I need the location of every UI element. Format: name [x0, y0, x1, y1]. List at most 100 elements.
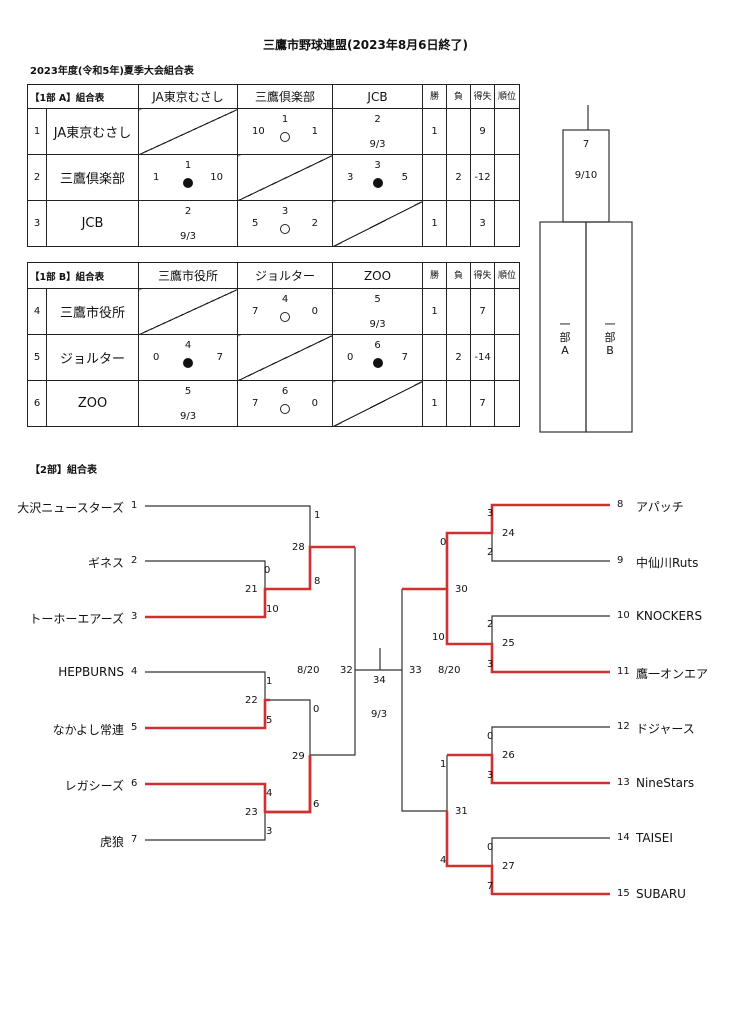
- game-number: 31: [455, 806, 468, 817]
- final-slot-b: 一部B: [604, 318, 616, 357]
- rank: [494, 108, 520, 155]
- team-number: 15: [617, 888, 630, 899]
- game-date: 9/3: [369, 138, 386, 150]
- score-right: 0: [311, 397, 319, 409]
- score-label: 3: [266, 826, 273, 837]
- team-number: 12: [617, 721, 630, 732]
- win-mark-icon: [280, 131, 290, 142]
- match-cell: 5 9/3: [332, 288, 424, 335]
- loss-count: [446, 288, 472, 335]
- loss-mark-icon: [183, 177, 193, 188]
- game-number: 5: [374, 293, 381, 305]
- team-number: 1: [131, 500, 138, 511]
- match-cell: 2 9/3: [332, 108, 423, 155]
- team-name: ギネス: [87, 556, 124, 570]
- score-label: 0: [264, 565, 271, 576]
- game-number: 22: [245, 695, 258, 706]
- score-label: 3: [487, 508, 494, 519]
- team-name: SUBARU: [636, 887, 686, 901]
- game-date: 9/3: [371, 709, 388, 720]
- score-label: 0: [440, 537, 447, 548]
- win-mark-icon: [280, 311, 291, 322]
- score-label: 3: [487, 659, 494, 670]
- loss-mark-icon: [372, 177, 383, 188]
- diagonal-cell: [332, 200, 423, 247]
- game-date: 9/3: [369, 318, 386, 330]
- team-name: JCB: [46, 200, 139, 247]
- game-number: 2: [184, 205, 192, 217]
- score-label: 6: [313, 799, 320, 810]
- game-date: 9/3: [179, 410, 197, 422]
- team-name: 三鷹倶楽部: [46, 154, 139, 201]
- loss-header: 負: [446, 262, 472, 289]
- team-name: HEPBURNS: [58, 665, 124, 679]
- win-mark-icon: [280, 223, 290, 234]
- score-right: 1: [311, 125, 318, 137]
- final-slot-a: 一部A: [559, 318, 571, 357]
- team-number: 6: [131, 778, 138, 789]
- score-left: 1: [153, 171, 160, 183]
- team-number: 9: [617, 555, 624, 566]
- score-label: 8: [314, 576, 321, 587]
- team-name: レガシーズ: [64, 779, 124, 793]
- page-subtitle: 2023年度(令和5年)夏季大会組合表: [30, 66, 194, 77]
- diagonal-cell: [237, 154, 333, 201]
- game-date: 8/20: [438, 665, 461, 676]
- loss-mark-icon: [372, 357, 383, 368]
- game-number: 2: [374, 113, 381, 125]
- score-label: 0: [487, 731, 494, 742]
- game-number: 21: [245, 584, 258, 595]
- game-number: 34: [373, 675, 386, 686]
- match-cell: 2 9/3: [138, 200, 238, 247]
- game-number: 30: [455, 584, 468, 595]
- game-number: 26: [502, 750, 515, 761]
- score-left: 10: [252, 125, 265, 137]
- score-left: 3: [347, 171, 354, 183]
- team-name: ドジャース: [636, 722, 695, 736]
- diagonal-cell: [332, 380, 424, 427]
- score-label: 1: [440, 759, 447, 770]
- diagonal-cell: [138, 108, 238, 155]
- left-bracket-lines: [145, 505, 610, 866]
- team-name: ジョルター: [45, 334, 140, 381]
- page-title: 三鷹市野球連盟(2023年8月6日終了): [262, 38, 469, 52]
- diagonal-cell: [237, 334, 334, 381]
- score-label: 10: [266, 604, 279, 615]
- team-name: 鷹一オンエア: [636, 667, 709, 681]
- winner-lines: [145, 503, 610, 896]
- game-number: 32: [340, 665, 353, 676]
- score-right: 2: [311, 217, 318, 229]
- game-number: 6: [374, 339, 381, 351]
- score-label: 10: [432, 632, 445, 643]
- division1-final-bracket: [539, 105, 633, 433]
- score-label: 2: [487, 547, 494, 558]
- game-number: 33: [409, 665, 422, 676]
- game-date: 9/3: [179, 230, 197, 242]
- score-label: 1: [314, 510, 321, 521]
- game-number: 28: [292, 542, 305, 553]
- team-number: 5: [131, 722, 138, 733]
- rank: [494, 200, 520, 247]
- team-name: 虎狼: [99, 835, 124, 849]
- rank: [494, 380, 521, 427]
- team-name: KNOCKERS: [636, 609, 703, 623]
- score-label: 0: [487, 842, 494, 853]
- game-date: 8/20: [297, 665, 320, 676]
- score-right: 0: [311, 305, 319, 317]
- team-number: 7: [131, 834, 138, 845]
- column-team: 三鷹市役所: [138, 262, 239, 289]
- score-label: 0: [313, 704, 320, 715]
- game-number: 1: [184, 159, 192, 171]
- score-label: 4: [440, 855, 447, 866]
- score-diff: 9: [470, 108, 495, 155]
- score-left: 0: [153, 351, 160, 363]
- score-label: 5: [266, 715, 273, 726]
